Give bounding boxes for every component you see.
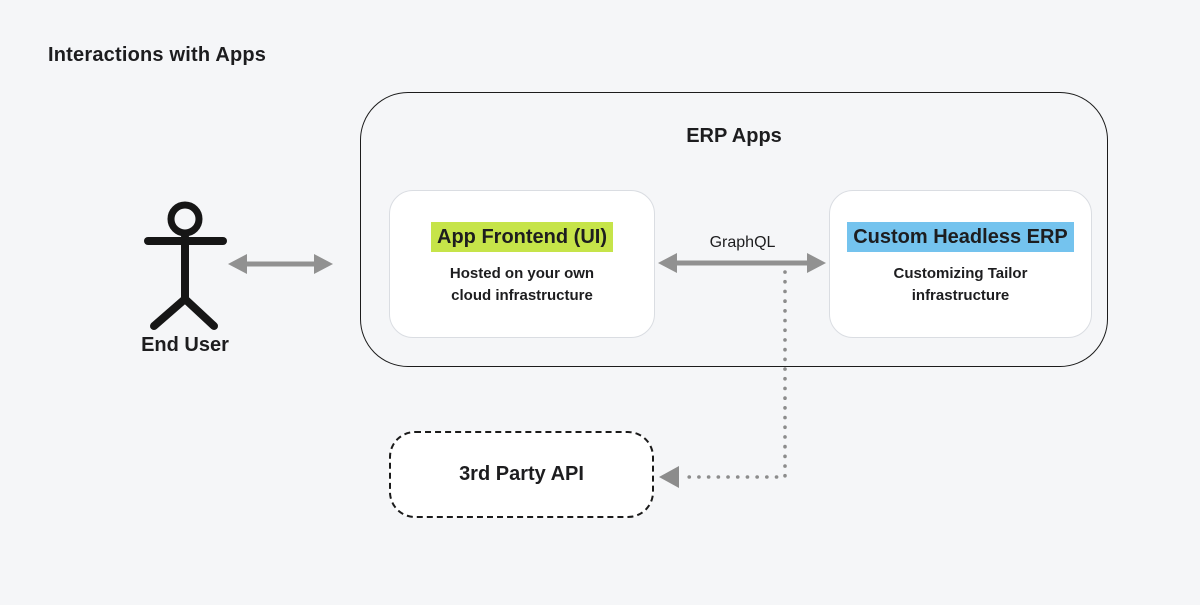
graphql-edge-label: GraphQL (709, 234, 776, 251)
user-erp-arrow (228, 254, 333, 274)
third-party-api-title: 3rd Party API (459, 463, 584, 485)
custom-headless-erp-subtitle: Customizing Tailor infrastructure (893, 264, 1028, 304)
page-title: Interactions with Apps (48, 44, 267, 66)
app-frontend-subtitle: Hosted on your own cloud infrastructure (449, 264, 595, 304)
erp-apps-title: ERP Apps (686, 125, 782, 147)
end-user-figure-icon (144, 201, 227, 330)
third-party-api-node: 3rd Party API (389, 431, 654, 518)
end-user-label: End User (141, 334, 229, 356)
custom-headless-erp-node: Custom Headless ERP Customizing Tailor i… (829, 190, 1092, 338)
custom-headless-erp-title: Custom Headless ERP (847, 221, 1074, 252)
app-frontend-node: App Frontend (UI) Hosted on your own clo… (389, 190, 655, 338)
erp-apps-container: ERP Apps (360, 92, 1108, 367)
app-frontend-title: App Frontend (UI) (431, 221, 613, 252)
